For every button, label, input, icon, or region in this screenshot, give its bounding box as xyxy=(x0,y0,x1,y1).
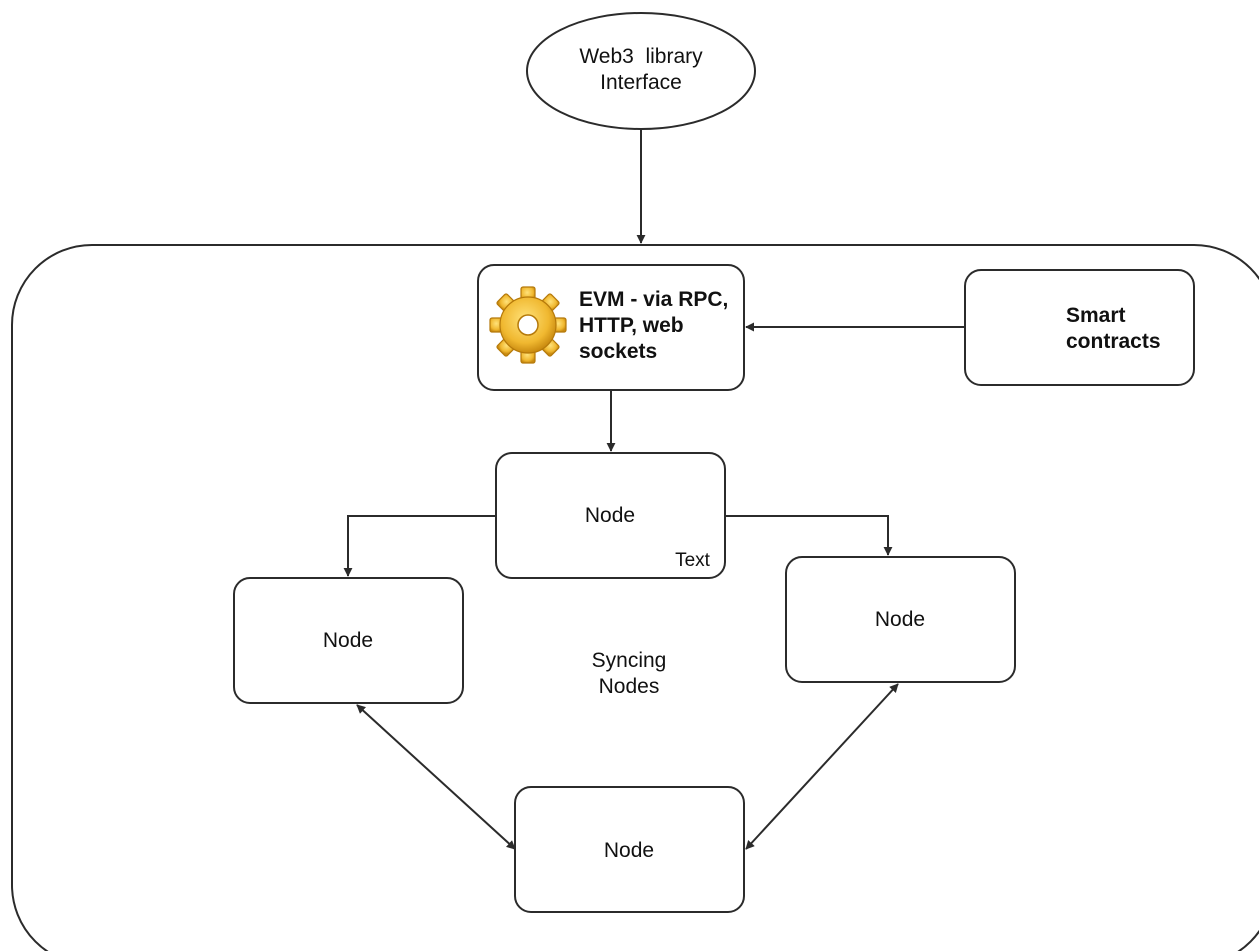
smart-contracts-label: Smart contracts xyxy=(1066,303,1186,355)
evm-label-line2: HTTP, web xyxy=(579,314,684,337)
node-top-label: Node xyxy=(584,504,636,527)
system-container xyxy=(11,244,1259,951)
node-left-label: Node xyxy=(322,629,374,652)
node-left-box xyxy=(233,577,464,704)
web3-label-line1: Web3 library xyxy=(579,45,703,68)
evm-label: EVM - via RPC, HTTP, web sockets xyxy=(579,287,749,365)
node-right-box xyxy=(785,556,1016,683)
gear-icon xyxy=(489,286,567,364)
smart-contracts-line1: Smart xyxy=(1066,304,1126,327)
evm-label-line3: sockets xyxy=(579,340,658,363)
node-bottom-label: Node xyxy=(603,839,655,862)
syncing-line2: Nodes xyxy=(598,675,660,698)
arrow-right-bottom-sync xyxy=(745,683,899,850)
node-right-label: Node xyxy=(874,608,926,631)
syncing-line1: Syncing xyxy=(591,649,667,672)
arrow-node-to-left-node xyxy=(343,515,496,577)
web3-interface-label: Web3 library Interface xyxy=(541,44,741,96)
arrow-left-bottom-sync xyxy=(356,704,516,850)
arrow-node-to-right-node xyxy=(725,515,893,556)
smart-contracts-line2: contracts xyxy=(1066,330,1161,353)
evm-label-line1: EVM - via RPC, xyxy=(579,288,729,311)
node-top-text: Text xyxy=(675,550,710,571)
web3-label-line2: Interface xyxy=(600,71,682,94)
syncing-nodes-label: Syncing Nodes xyxy=(529,648,729,700)
